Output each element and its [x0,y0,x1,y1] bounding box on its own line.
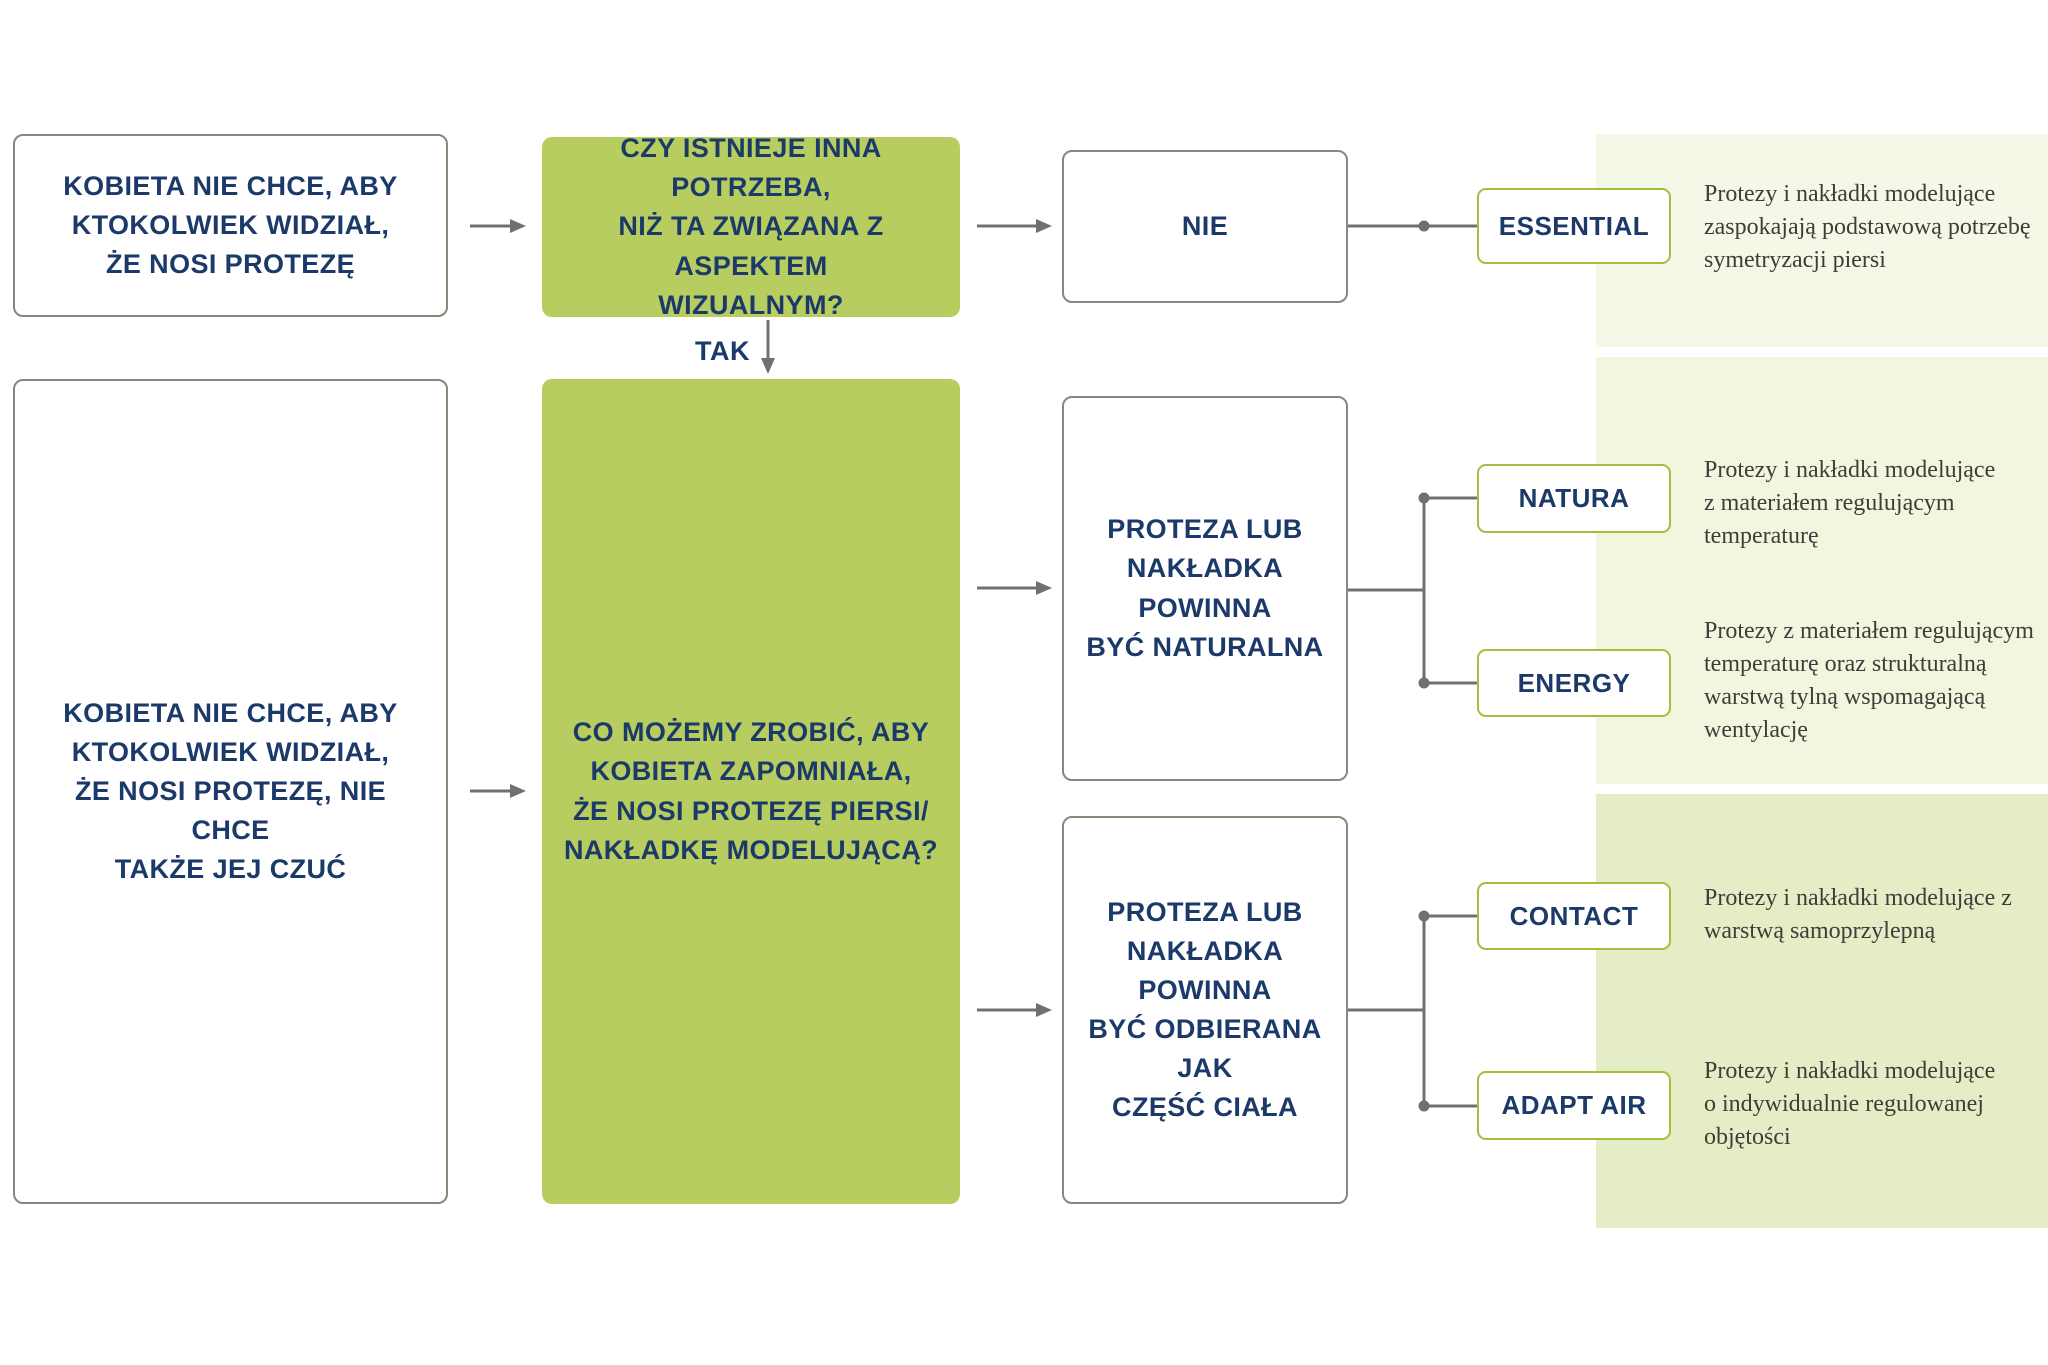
node-perceived-as-body-part-label: PROTEZA LUB NAKŁADKA POWINNA BYĆ ODBIERA… [1088,896,1322,1123]
bracket-body-part-products [1348,910,1477,1112]
product-desc-contact: Protezy i nakładki modelujące z warstwą … [1704,885,2012,945]
product-pill-adapt-air: ADAPT AIR [1477,1071,1671,1140]
node-question-other-need-label: CZY ISTNIEJE INNA POTRZEBA, NIŻ TA ZWIĄZ… [618,133,884,320]
product-pill-contact-label: CONTACT [1509,900,1639,931]
node-should-be-natural: PROTEZA LUB NAKŁADKA POWINNA BYĆ NATURAL… [1062,396,1348,781]
node-hide-prosthesis-label: KOBIETA NIE CHCE, ABY KTOKOLWIEK WIDZIAŁ… [63,170,398,280]
product-pill-natura-label: NATURA [1518,483,1630,513]
product-pill-contact: CONTACT [1477,882,1671,950]
product-pill-adapt-air-label: ADAPT AIR [1501,1090,1647,1120]
node-question-forget: CO MOŻEMY ZROBIĆ, ABY KOBIETA ZAPOMNIAŁA… [542,379,960,1204]
node-question-other-need: CZY ISTNIEJE INNA POTRZEBA, NIŻ TA ZWIĄZ… [542,133,960,320]
node-answer-nie: NIE [1062,150,1348,303]
product-pill-energy-label: ENERGY [1517,667,1631,698]
edge-label-tak: TAK [695,336,750,366]
node-hide-prosthesis: KOBIETA NIE CHCE, ABY KTOKOLWIEK WIDZIAŁ… [13,134,448,317]
category-band-body-part [1596,794,2048,1228]
category-band-essential [1596,134,2048,347]
product-pill-essential-label: ESSENTIAL [1498,210,1650,241]
product-pill-energy: ENERGY [1477,649,1671,717]
node-should-be-natural-label: PROTEZA LUB NAKŁADKA POWINNA BYĆ NATURAL… [1086,514,1324,662]
node-answer-nie-label: NIE [1181,210,1229,241]
node-hide-and-not-feel: KOBIETA NIE CHCE, ABY KTOKOLWIEK WIDZIAŁ… [13,379,448,1204]
product-pill-natura: NATURA [1477,464,1671,533]
bracket-natural-products [1348,492,1477,689]
category-band-natural [1596,357,2048,784]
product-desc-adapt-air: Protezy i nakładki modelujące o indywidu… [1704,1058,1996,1151]
product-desc-energy: Protezy z materiałem regulującym tempera… [1704,618,2034,744]
product-desc-essential: Protezy i nakładki modelujące zaspokajaj… [1704,181,2031,274]
product-desc-natura: Protezy i nakładki modelujące z materiał… [1704,457,1996,550]
node-perceived-as-body-part: PROTEZA LUB NAKŁADKA POWINNA BYĆ ODBIERA… [1062,816,1348,1204]
node-hide-and-not-feel-label: KOBIETA NIE CHCE, ABY KTOKOLWIEK WIDZIAŁ… [63,697,398,885]
line-nie-to-essential [1348,220,1477,232]
product-pill-essential: ESSENTIAL [1477,188,1671,264]
node-question-forget-label: CO MOŻEMY ZROBIĆ, ABY KOBIETA ZAPOMNIAŁA… [564,717,938,865]
